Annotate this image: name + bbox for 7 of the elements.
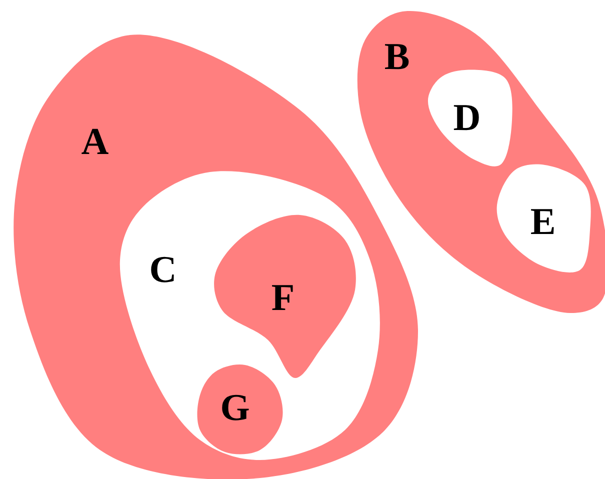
region-label: C — [149, 251, 177, 289]
region-label: F — [271, 279, 295, 317]
region-label: B — [384, 38, 410, 76]
region-label: G — [220, 389, 250, 427]
region-label: A — [81, 123, 109, 161]
region-label: D — [453, 99, 481, 137]
region-label: E — [530, 203, 556, 241]
